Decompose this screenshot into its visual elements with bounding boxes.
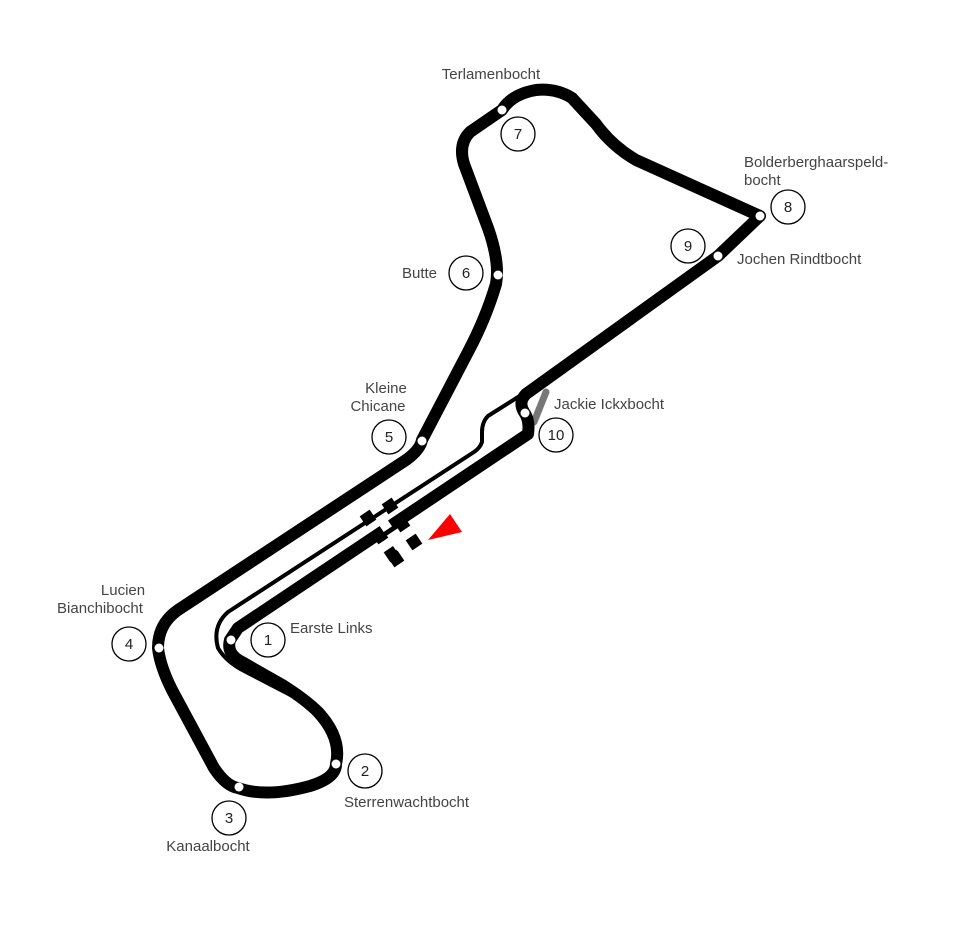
corner-name-2: Sterrenwachtbocht: [344, 794, 470, 811]
corner-markers: [154, 105, 765, 792]
corner-name-8-line2: bocht: [744, 172, 782, 189]
corner-name-10: Jackie Ickxbocht: [554, 396, 665, 413]
corner-number-9: 9: [684, 238, 692, 255]
corner-marker-2: [331, 759, 341, 769]
corner-number-2: 2: [361, 763, 369, 780]
corner-badge-4: [111, 626, 147, 662]
corner-marker-10: [520, 408, 530, 418]
corner-name-6: Butte: [402, 265, 437, 282]
corner-marker-9: [713, 251, 723, 261]
corner-number-1: 1: [264, 632, 272, 649]
alt-section-line: [530, 388, 550, 426]
corner-name-9: Jochen Rindtbocht: [737, 251, 862, 268]
corner-number-6: 6: [462, 265, 470, 282]
corner-badge-9: [670, 228, 706, 264]
corner-number-5: 5: [385, 429, 393, 446]
corner-badge-7: [500, 116, 536, 152]
corner-badge-5: [371, 419, 407, 455]
corner-badge-2: [347, 753, 383, 789]
corner-name-5-line1: Kleine: [365, 380, 407, 397]
corner-name-5-line2: Chicane: [350, 398, 405, 415]
corner-badge-8: [770, 189, 806, 225]
corner-name-7: Terlamenbocht: [442, 66, 541, 83]
corner-marker-3: [234, 782, 244, 792]
corner-number-7: 7: [514, 126, 522, 143]
corner-name-4-line2: Bianchibocht: [57, 600, 144, 617]
corner-number-8: 8: [784, 199, 792, 216]
corner-number-10: 10: [548, 427, 565, 444]
corner-badges: [111, 116, 806, 836]
old-layout-line: [214, 390, 528, 702]
corner-name-3: Kanaalbocht: [166, 838, 250, 855]
corner-marker-4: [154, 643, 164, 653]
corner-badge-6: [448, 255, 484, 291]
corner-badge-3: [211, 800, 247, 836]
direction-arrow-icon: [428, 514, 462, 540]
corner-badge-1: [250, 622, 286, 658]
corner-number-3: 3: [225, 810, 233, 827]
corner-marker-1: [226, 635, 236, 645]
corner-name-1: Earste Links: [290, 620, 373, 637]
corner-marker-7: [497, 105, 507, 115]
corner-marker-6: [493, 270, 503, 280]
track-outline: [152, 83, 766, 799]
corner-marker-5: [417, 436, 427, 446]
corner-badge-10: [538, 417, 574, 453]
corner-marker-8: [755, 211, 765, 221]
corner-name-8-line1: Bolderberghaarspeld-: [744, 154, 888, 171]
checkered-flag-icon: [359, 497, 423, 568]
corner-number-4: 4: [125, 636, 133, 653]
corner-name-4-line1: Lucien: [101, 582, 145, 599]
